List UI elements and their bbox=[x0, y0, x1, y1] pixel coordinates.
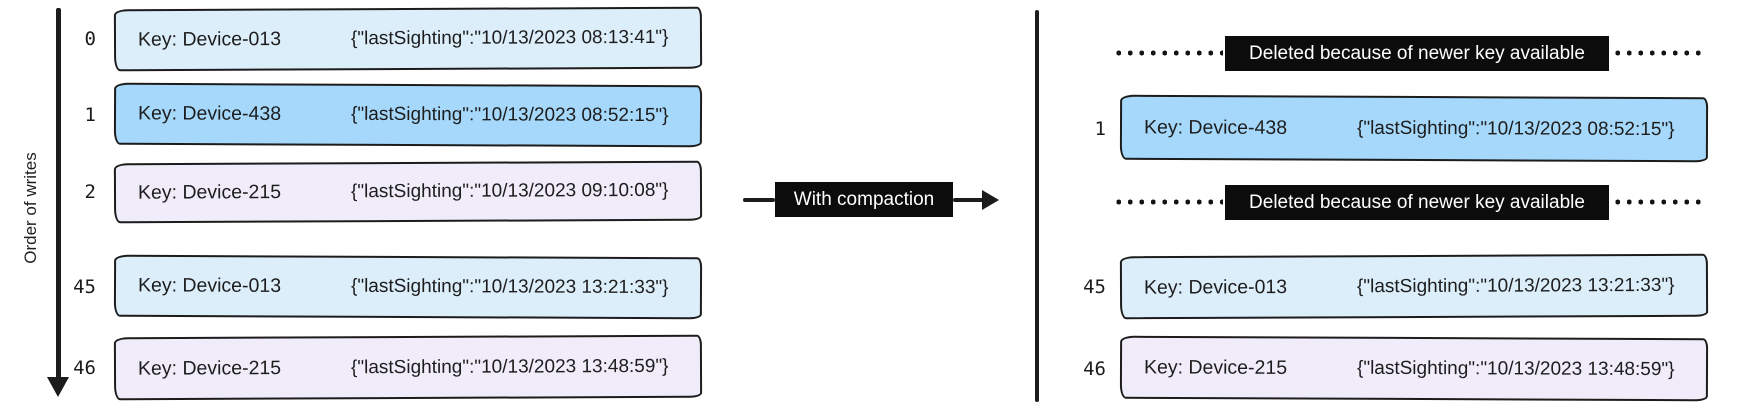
deleted-record-label: Deleted because of newer key available bbox=[1225, 185, 1609, 220]
record-value: {"lastSighting":"10/13/2023 13:48:59"} bbox=[350, 355, 669, 378]
record-key: Key: Device-215 bbox=[1143, 355, 1288, 379]
log-record: Key: Device-215 {"lastSighting":"10/13/2… bbox=[1119, 335, 1709, 402]
record-value: {"lastSighting":"10/13/2023 08:13:41"} bbox=[350, 26, 669, 50]
record-key: Key: Device-013 bbox=[137, 28, 282, 51]
deleted-dotted-line bbox=[1612, 50, 1706, 56]
record-value: {"lastSighting":"10/13/2023 13:21:33"} bbox=[1356, 274, 1675, 297]
record-key: Key: Device-013 bbox=[1143, 275, 1288, 299]
log-record: Key: Device-013 {"lastSighting":"10/13/2… bbox=[113, 254, 703, 320]
log-record: Key: Device-438 {"lastSighting":"10/13/2… bbox=[1119, 94, 1709, 163]
log-record: Key: Device-013 {"lastSighting":"10/13/2… bbox=[113, 6, 703, 72]
log-record: Key: Device-215 {"lastSighting":"10/13/2… bbox=[113, 334, 703, 401]
compacted-log-axis bbox=[1035, 10, 1039, 402]
record-key: Key: Device-215 bbox=[137, 181, 282, 204]
deleted-dotted-line bbox=[1113, 199, 1223, 205]
record-key: Key: Device-013 bbox=[137, 274, 282, 297]
record-key: Key: Device-438 bbox=[137, 102, 282, 125]
write-index: 46 bbox=[73, 356, 96, 379]
deleted-dotted-line bbox=[1113, 50, 1223, 56]
log-record: Key: Device-438 {"lastSighting":"10/13/2… bbox=[113, 82, 703, 148]
write-index: 1 bbox=[1094, 117, 1106, 140]
record-value: {"lastSighting":"10/13/2023 13:48:59"} bbox=[1356, 357, 1675, 380]
record-value: {"lastSighting":"10/13/2023 08:52:15"} bbox=[350, 103, 669, 127]
compaction-arrow-line bbox=[743, 198, 775, 202]
record-value: {"lastSighting":"10/13/2023 13:21:33"} bbox=[350, 275, 669, 299]
compaction-arrow-label: With compaction bbox=[775, 182, 953, 217]
compaction-arrow-line bbox=[953, 198, 984, 202]
write-index: 45 bbox=[1083, 275, 1106, 298]
arrow-right-icon bbox=[982, 190, 999, 210]
write-index: 46 bbox=[1083, 357, 1106, 380]
record-key: Key: Device-438 bbox=[1143, 115, 1288, 139]
log-record: Key: Device-215 {"lastSighting":"10/13/2… bbox=[113, 160, 703, 224]
write-index: 1 bbox=[84, 104, 96, 126]
deleted-record-label: Deleted because of newer key available bbox=[1225, 36, 1609, 71]
record-key: Key: Device-215 bbox=[137, 356, 282, 380]
deleted-dotted-line bbox=[1612, 199, 1706, 205]
write-index: 0 bbox=[84, 28, 96, 50]
record-value: {"lastSighting":"10/13/2023 08:52:15"} bbox=[1356, 117, 1675, 140]
order-of-writes-label: Order of writes bbox=[21, 152, 40, 264]
log-record: Key: Device-013 {"lastSighting":"10/13/2… bbox=[1119, 253, 1709, 320]
write-index: 2 bbox=[84, 181, 96, 203]
arrow-down-icon bbox=[47, 377, 69, 397]
write-index: 45 bbox=[73, 276, 96, 298]
order-of-writes-axis bbox=[56, 8, 61, 380]
record-value: {"lastSighting":"10/13/2023 09:10:08"} bbox=[350, 179, 669, 203]
